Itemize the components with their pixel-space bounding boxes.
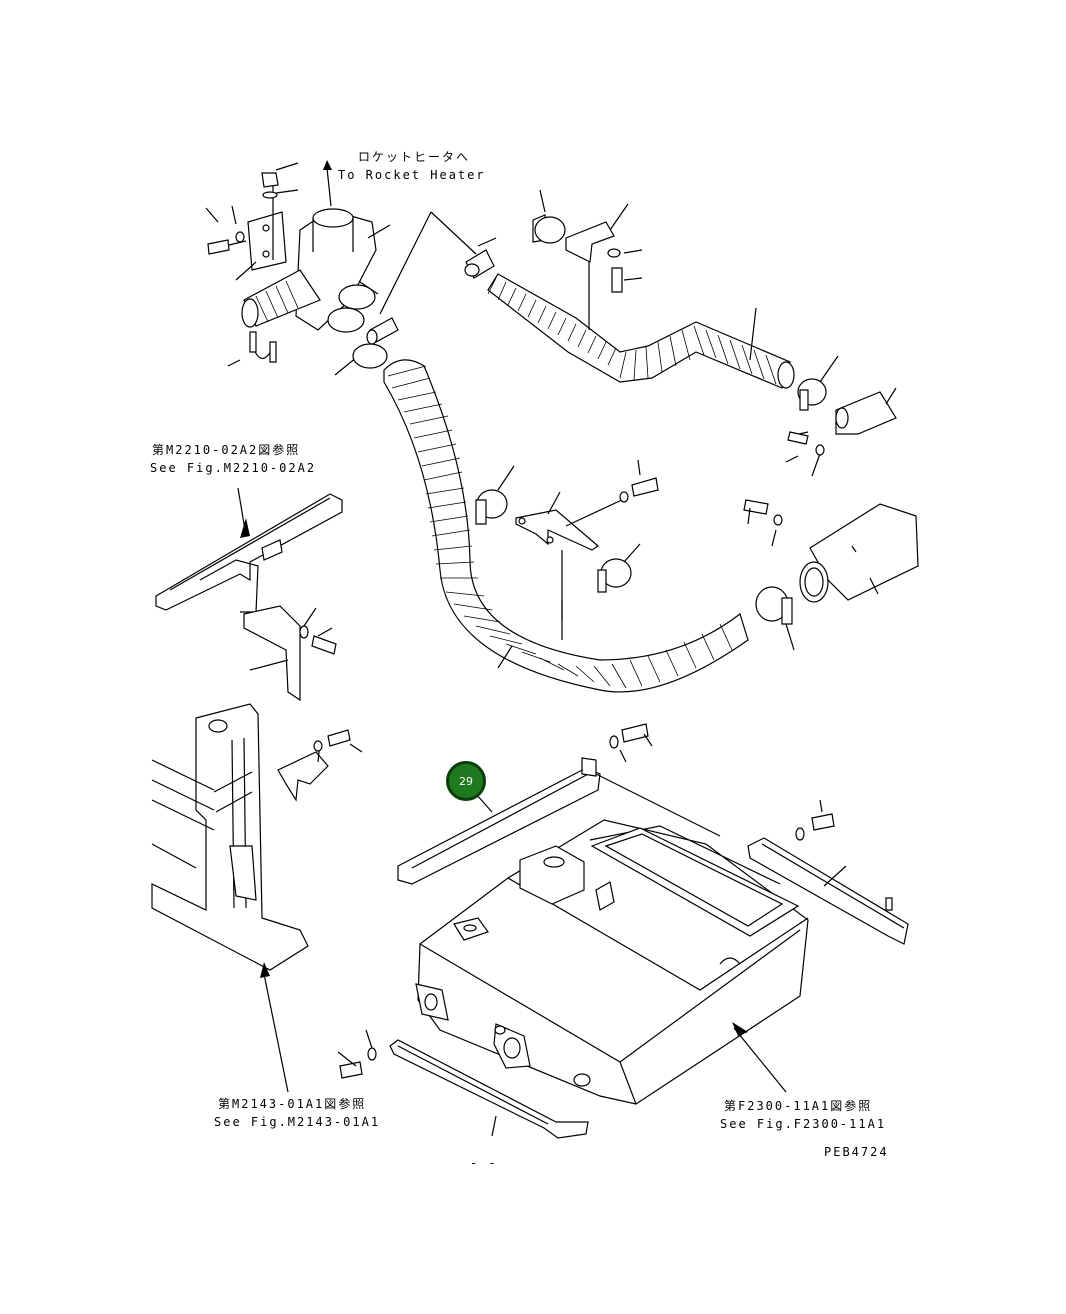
ref-m2210-label-en: See Fig.M2210-02A2: [150, 461, 317, 475]
drawing-code: PEB4724: [824, 1145, 889, 1159]
heater-box-assembly: [415, 819, 809, 1105]
angle-rail-29: [397, 723, 721, 885]
ref-f2300-label-en: See Fig.F2300-11A1: [720, 1117, 887, 1131]
ref-m2143-label-jp: 第M2143-01A1図参照: [218, 1097, 367, 1111]
bottom-rail: [337, 1029, 589, 1139]
main-corrugated-hose: [383, 359, 749, 693]
left-upper-frame: [155, 487, 343, 702]
left-lower-frame: [151, 703, 363, 1093]
ref-m2143-label-en: See Fig.M2143-01A1: [214, 1115, 381, 1129]
upper-duct-hose: [379, 189, 897, 477]
page-mark: - -: [470, 1156, 498, 1170]
ref-f2300-label-jp: 第F2300-11A1図参照: [724, 1099, 873, 1113]
middle-bracket-set: [475, 459, 659, 620]
rocket-heater-label-jp: ロケットヒータへ: [358, 150, 471, 164]
right-rail: [747, 799, 909, 945]
rocket-heater-label-en: To Rocket Heater: [338, 168, 486, 182]
right-duct-end: [743, 499, 919, 651]
ref-m2210-label-jp: 第M2210-02A2図参照: [152, 443, 301, 457]
part-callout-29[interactable]: 29: [446, 761, 486, 801]
heater-junction-assembly: [205, 160, 399, 376]
